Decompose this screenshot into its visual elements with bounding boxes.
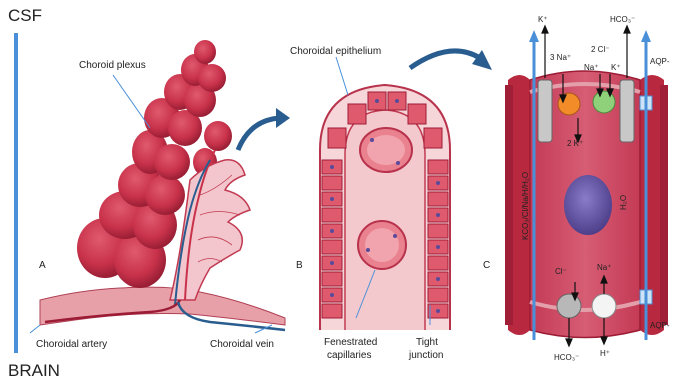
fenestrated-label: Fenestrated bbox=[324, 337, 377, 348]
ion-hco3-top: HCO₃⁻ bbox=[610, 15, 635, 24]
ion-h-bottom: H⁺ bbox=[600, 349, 610, 358]
aqp-bottom-label: AQP- bbox=[650, 321, 670, 330]
panel-a-choroid-plexus bbox=[30, 40, 285, 333]
arrow-a-to-b-head bbox=[276, 108, 290, 128]
ion-na-cotransport: Na⁺ bbox=[584, 63, 598, 72]
ion-2k: 2 K⁺ bbox=[567, 139, 583, 148]
blood-brain-boundary-line bbox=[14, 33, 18, 353]
left-ion-vertical-label: KCO₃/Cl/Na/H/H₂O bbox=[521, 172, 530, 240]
ion-k-top: K⁺ bbox=[538, 15, 548, 24]
panel-b-epithelium bbox=[320, 57, 450, 330]
ion-hco3-bottom: HCO₃⁻ bbox=[554, 353, 579, 362]
brain-label: BRAIN bbox=[8, 361, 60, 380]
arrow-b-to-c bbox=[410, 51, 480, 68]
panel-c-label: C bbox=[483, 260, 490, 271]
ion-na-bottom: Na⁺ bbox=[597, 263, 611, 272]
aqp-top-label: AQP- bbox=[650, 57, 670, 66]
choroidal-epithelium-label: Choroidal epithelium bbox=[290, 46, 381, 57]
choroidal-vein-label: Choroidal vein bbox=[210, 339, 274, 350]
h2o-vertical-label: H₂O bbox=[619, 195, 628, 210]
panel-b-label: B bbox=[296, 260, 303, 271]
choroid-plexus-label: Choroid plexus bbox=[79, 60, 146, 71]
ion-3na: 3 Na⁺ bbox=[550, 53, 571, 62]
arrow-a-to-b bbox=[238, 118, 280, 150]
ion-2cl: 2 Cl⁻ bbox=[591, 45, 609, 54]
ion-cl-bottom: Cl⁻ bbox=[555, 267, 567, 276]
ion-k-cotransport: K⁺ bbox=[611, 63, 621, 72]
csf-label: CSF bbox=[8, 6, 42, 25]
panel-a-label: A bbox=[39, 260, 46, 271]
tight-label: Tight bbox=[416, 337, 438, 348]
junction-label: junction bbox=[408, 350, 443, 361]
capillaries-label: capillaries bbox=[327, 350, 371, 361]
choroidal-artery-label: Choroidal artery bbox=[36, 339, 107, 350]
